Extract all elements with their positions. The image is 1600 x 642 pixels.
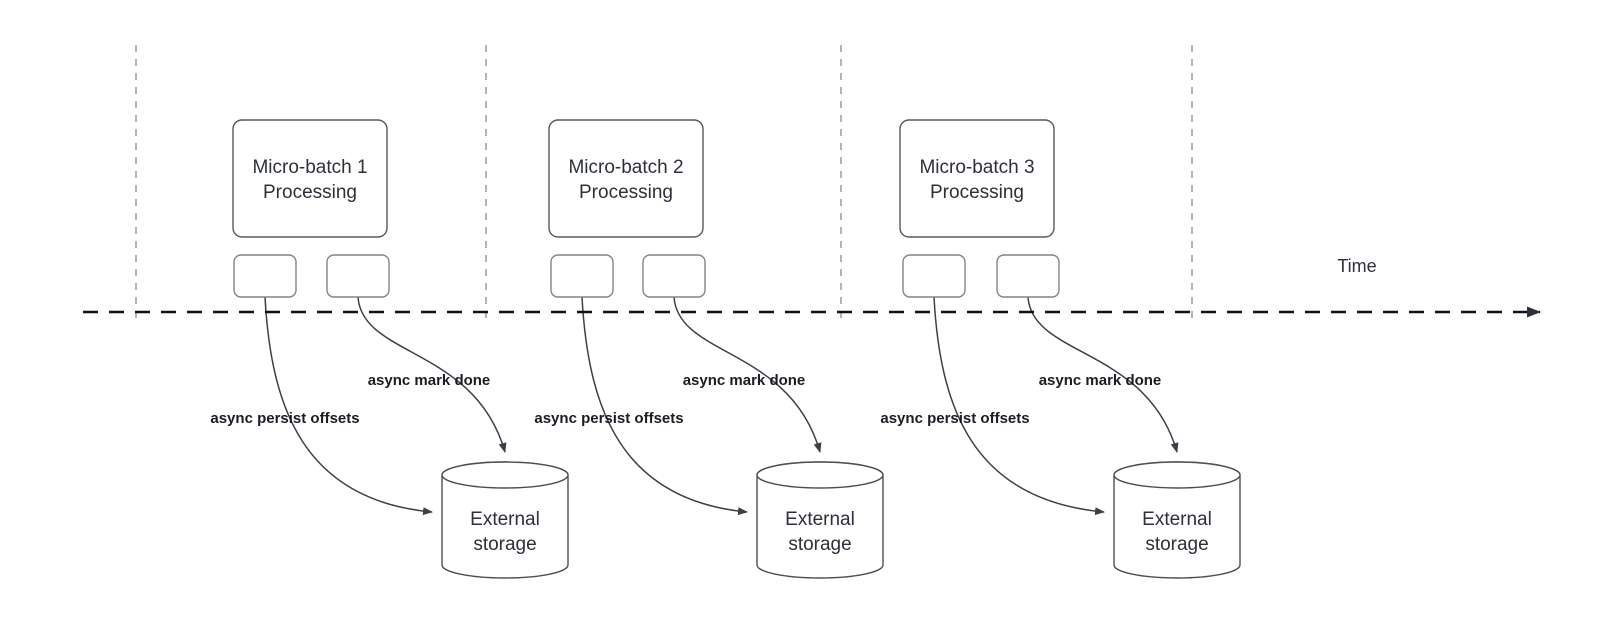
external-storage-cylinder-top-1 <box>441 461 569 489</box>
external-storage-label-line2-2: storage <box>788 534 851 555</box>
external-storage-label-line1-3: External <box>1142 509 1212 530</box>
async-persist-offsets-label-2: async persist offsets <box>534 410 683 427</box>
async-persist-offsets-arrow-2 <box>581 296 748 516</box>
async-flow-arrows <box>264 296 1179 516</box>
mark-done-task-box-3[interactable] <box>996 254 1060 298</box>
async-persist-offsets-label-1: async persist offsets <box>210 410 359 427</box>
async-persist-offsets-arrow-1 <box>264 296 433 516</box>
micro-batch-box-label-line1-1: Micro-batch 1 <box>252 157 367 178</box>
async-mark-done-arrow-3 <box>1027 296 1179 453</box>
mark-done-task-box-2[interactable] <box>642 254 706 298</box>
async-mark-done-arrow-2 <box>673 296 822 453</box>
async-persist-offsets-arrow-3 <box>933 296 1105 516</box>
time-axis: Time <box>83 256 1541 318</box>
micro-batch-box-label-line2-3: Processing <box>930 182 1024 203</box>
external-storage-cylinder-top-2 <box>756 461 884 489</box>
async-mark-done-label-3: async mark done <box>1039 372 1162 389</box>
micro-batch-box-2[interactable] <box>548 119 704 238</box>
external-storage-label-line1-1: External <box>470 509 540 530</box>
flow-labels: async persist offsets async mark done asyn… <box>210 372 1161 427</box>
micro-batch-box-label-line1-2: Micro-batch 2 <box>568 157 683 178</box>
persist-offsets-task-box-2[interactable] <box>550 254 614 298</box>
async-mark-done-label-2: async mark done <box>683 372 806 389</box>
micro-batch-box-label-line2-2: Processing <box>579 182 673 203</box>
time-axis-label: Time <box>1337 256 1376 276</box>
external-storage-label-line2-1: storage <box>473 534 536 555</box>
external-storage-label-line1-2: External <box>785 509 855 530</box>
time-tick-lines <box>135 45 1193 318</box>
persist-offsets-task-box-3[interactable] <box>902 254 966 298</box>
external-storage-cylinder-top-3 <box>1113 461 1241 489</box>
async-persist-offsets-label-3: async persist offsets <box>880 410 1029 427</box>
micro-batch-box-1[interactable] <box>232 119 388 238</box>
micro-batch-box-label-line2-1: Processing <box>263 182 357 203</box>
persist-offsets-task-box-1[interactable] <box>233 254 297 298</box>
async-mark-done-label-1: async mark done <box>368 372 491 389</box>
external-storage-label-line2-3: storage <box>1145 534 1208 555</box>
micro-batch-box-label-line1-3: Micro-batch 3 <box>919 157 1034 178</box>
mark-done-task-box-1[interactable] <box>326 254 390 298</box>
async-mark-done-arrow-1 <box>357 296 507 453</box>
micro-batch-box-3[interactable] <box>899 119 1055 238</box>
